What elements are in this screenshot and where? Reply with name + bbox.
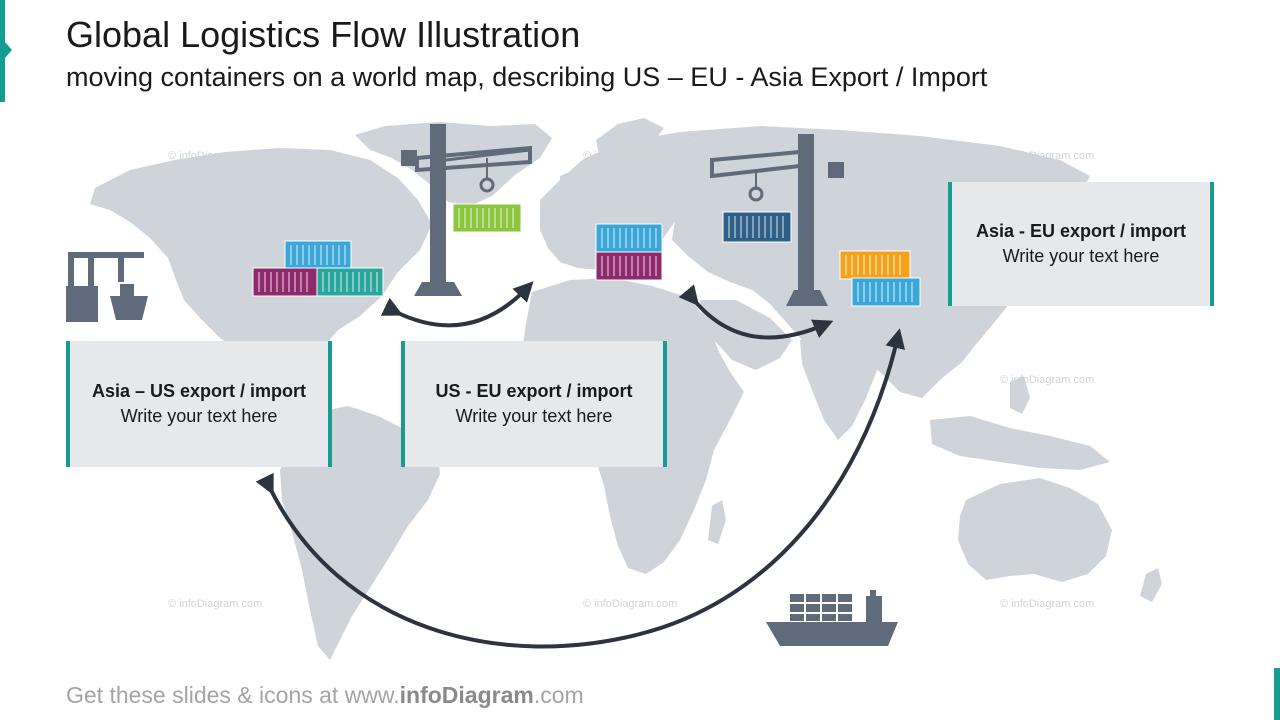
containers-us [252, 240, 384, 297]
map-new-zealand [1140, 568, 1162, 602]
port-icon [66, 252, 148, 322]
map-sea-islands [930, 416, 1110, 470]
map-north-america [90, 148, 432, 384]
container-navy [722, 211, 792, 243]
containers-eu [595, 223, 663, 281]
crane-icon-north-atlantic [401, 124, 532, 296]
map-madagascar [708, 500, 726, 544]
watermark: © infoDiagram.com [1000, 598, 1095, 610]
watermark: © infoDiagram.com [168, 598, 263, 610]
accent-notch [5, 42, 12, 58]
info-box-text: Write your text here [455, 406, 613, 426]
watermark: © infoDiagram.com [168, 150, 263, 162]
info-box-asia-us: Asia – US export / import Write your tex… [66, 341, 332, 467]
info-box-text: Write your text here [120, 406, 278, 426]
container-ribs [258, 208, 913, 302]
accent-bar-right [1274, 668, 1280, 720]
info-box-title: US - EU export / import [435, 381, 633, 401]
map-europe [540, 132, 705, 270]
map-uk [560, 170, 578, 204]
info-box-title: Asia – US export / import [91, 381, 307, 401]
info-box-text: Write your text here [1002, 246, 1160, 266]
info-box-us-eu: US - EU export / import Write your text … [401, 341, 667, 467]
info-box-title: Asia - EU export / import [975, 221, 1187, 241]
map-greenland [355, 122, 552, 206]
footer-suffix: .com [533, 682, 584, 708]
cargo-ship-icon [766, 590, 898, 646]
footer-brand[interactable]: infoDiagram [399, 682, 534, 708]
watermark: © infoDiagram.com [1000, 374, 1095, 386]
page-title: Global Logistics Flow Illustration [66, 14, 581, 55]
footer-prefix: Get these slides & icons at www. [66, 682, 400, 708]
map-scandinavia [596, 118, 664, 172]
map-india [800, 334, 878, 440]
watermark: © infoDiagram.com [583, 150, 678, 162]
info-box-asia-eu: Asia - EU export / import Write your tex… [948, 182, 1214, 306]
footer-credit: Get these slides & icons at www.infoDiag… [66, 682, 584, 709]
watermark: © infoDiagram.com [1000, 150, 1095, 162]
arrow-us-eu [380, 281, 534, 328]
map-australia [958, 478, 1112, 582]
watermark: © infoDiagram.com [583, 598, 678, 610]
accent-bar-left [0, 0, 5, 102]
page-subtitle: moving containers on a world map, descri… [66, 62, 988, 92]
arrow-asia-us [255, 328, 906, 649]
map-philippines [1010, 376, 1030, 414]
container-lime [452, 203, 522, 233]
flow-arrows [255, 281, 906, 649]
crane-icon-asia [710, 134, 844, 306]
